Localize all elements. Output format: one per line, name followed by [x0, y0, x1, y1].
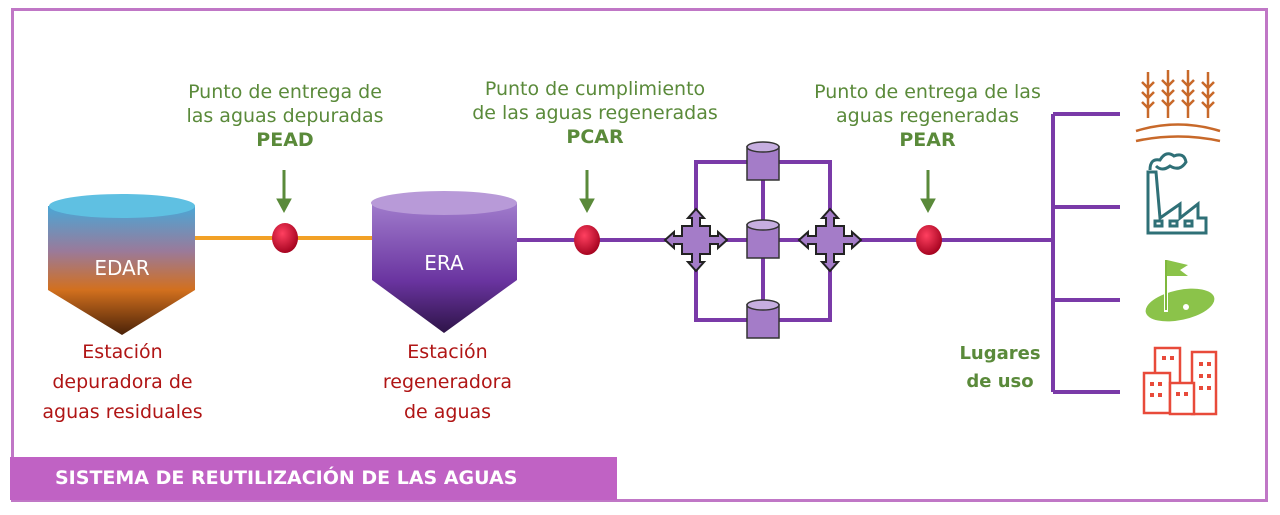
- pear-arrow-icon: [920, 198, 936, 214]
- uses-line: de uso: [966, 371, 1034, 392]
- pcar-label: Punto de cumplimiento de las aguas regen…: [450, 77, 740, 149]
- pear-label: Punto de entrega de las aguas regenerada…: [785, 80, 1070, 152]
- era-tank: ERA: [371, 191, 517, 333]
- factory-icon: [1146, 152, 1208, 235]
- era-label: ERA: [424, 251, 464, 275]
- label-line: las aguas depuradas: [186, 105, 384, 127]
- uses-line: Lugares: [959, 343, 1041, 364]
- edar-label: EDAR: [94, 256, 149, 280]
- pcar-point: [574, 225, 600, 255]
- label-line: de las aguas regeneradas: [472, 102, 718, 124]
- system-title-banner: SISTEMA DE REUTILIZACIÓN DE LAS AGUAS: [10, 457, 617, 500]
- pcar-arrow-icon: [579, 198, 595, 214]
- valve-cross-icon: [797, 207, 863, 273]
- golf-course-icon: [1145, 260, 1215, 322]
- label-line: Punto de entrega de las: [814, 81, 1041, 103]
- point-code: PEAR: [899, 129, 956, 151]
- label-line: Punto de entrega de: [188, 81, 382, 103]
- diagram-frame: [11, 8, 1268, 502]
- tank-icon: [746, 299, 780, 339]
- point-code: PCAR: [566, 126, 624, 148]
- use-branches: [1051, 112, 1120, 394]
- station-line: de aguas: [403, 401, 492, 423]
- station-line: regeneradora: [382, 371, 513, 393]
- label-line: Punto de cumplimiento: [484, 78, 706, 100]
- label-line: aguas regeneradas: [836, 105, 1019, 127]
- pear-point: [916, 225, 942, 255]
- station-line: Estación: [82, 341, 163, 363]
- edar-tank: EDAR: [48, 194, 195, 335]
- pead-point: [272, 223, 298, 253]
- edar-description: Estación depuradora de aguas residuales: [20, 337, 225, 427]
- wheat-field-icon: [1135, 70, 1221, 143]
- pead-label: Punto de entrega de las aguas depuradas …: [160, 80, 410, 152]
- tank-icon: [746, 219, 780, 259]
- station-line: aguas residuales: [42, 401, 203, 423]
- point-code: PEAD: [256, 129, 314, 151]
- uses-label: Lugares de uso: [950, 340, 1050, 396]
- storage-tanks: [746, 141, 780, 339]
- pead-arrow-icon: [276, 198, 292, 214]
- era-description: Estación regeneradora de aguas: [360, 337, 535, 427]
- tank-icon: [746, 141, 780, 181]
- station-line: depuradora de: [52, 371, 193, 393]
- city-buildings-icon: [1142, 346, 1218, 416]
- valve-cross-icon: [663, 207, 729, 273]
- station-line: Estación: [407, 341, 488, 363]
